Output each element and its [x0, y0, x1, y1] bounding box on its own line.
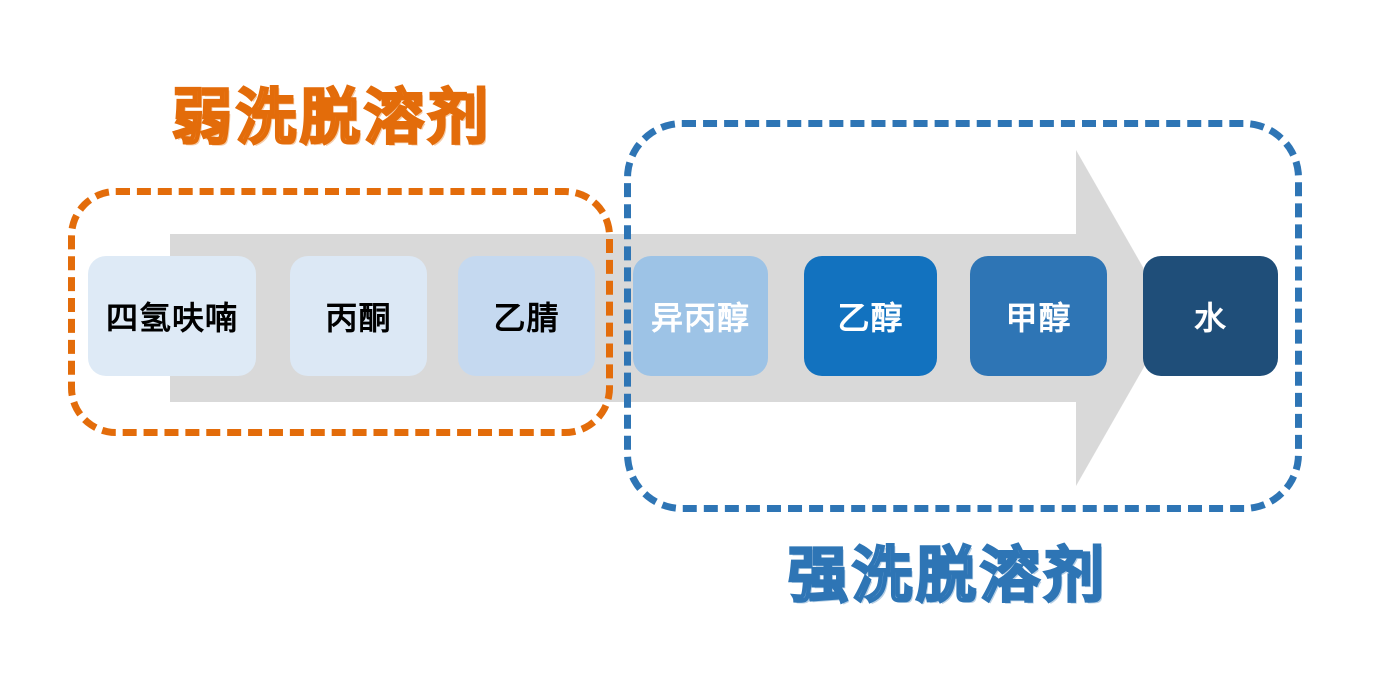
solvent-box-ethanol: 乙醇: [804, 256, 937, 376]
solvent-box-acetone: 丙酮: [290, 256, 427, 376]
strong-solvents-frame: [624, 120, 1302, 512]
solvent-box-acetonitrile: 乙腈: [458, 256, 595, 376]
solvent-box-isopropanol: 异丙醇: [633, 256, 768, 376]
solvent-box-water: 水: [1143, 256, 1278, 376]
weak-solvents-frame: [68, 188, 613, 436]
strong-solvents-title: 强洗脱溶剂: [787, 542, 1108, 609]
solvent-box-methanol: 甲醇: [970, 256, 1107, 376]
weak-solvents-title: 弱洗脱溶剂: [171, 84, 492, 151]
solvent-box-tetrahydrofuran: 四氢呋喃: [88, 256, 256, 376]
